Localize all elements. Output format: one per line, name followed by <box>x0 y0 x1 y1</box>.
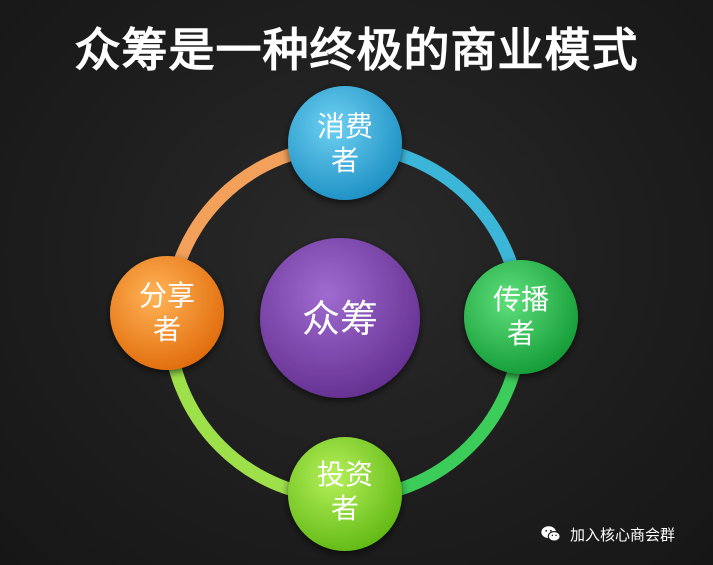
wechat-icon <box>541 526 561 542</box>
node-spreader-line1: 传播 <box>493 283 549 316</box>
node-consumer-line2: 者 <box>331 144 359 177</box>
watermark-text: 加入核心商会群 <box>570 525 676 544</box>
node-consumer-line1: 消费 <box>317 110 373 143</box>
node-investor-line2: 者 <box>331 492 359 525</box>
node-investor-line1: 投资 <box>317 458 373 491</box>
page-title: 众筹是一种终极的商业模式 <box>74 23 639 77</box>
node-sharer-line2: 者 <box>153 313 181 346</box>
center-node-label: 众筹 <box>302 297 378 341</box>
node-investor: 投资 者 <box>288 437 402 551</box>
center-node-crowdfunding: 众筹 <box>260 238 420 398</box>
node-spreader: 传播 者 <box>464 260 578 374</box>
node-sharer: 分享 者 <box>110 256 224 370</box>
node-consumer: 消费 者 <box>288 86 402 200</box>
node-sharer-line1: 分享 <box>139 279 195 312</box>
node-spreader-line2: 者 <box>507 317 535 350</box>
watermark: 加入核心商会群 <box>540 521 675 547</box>
